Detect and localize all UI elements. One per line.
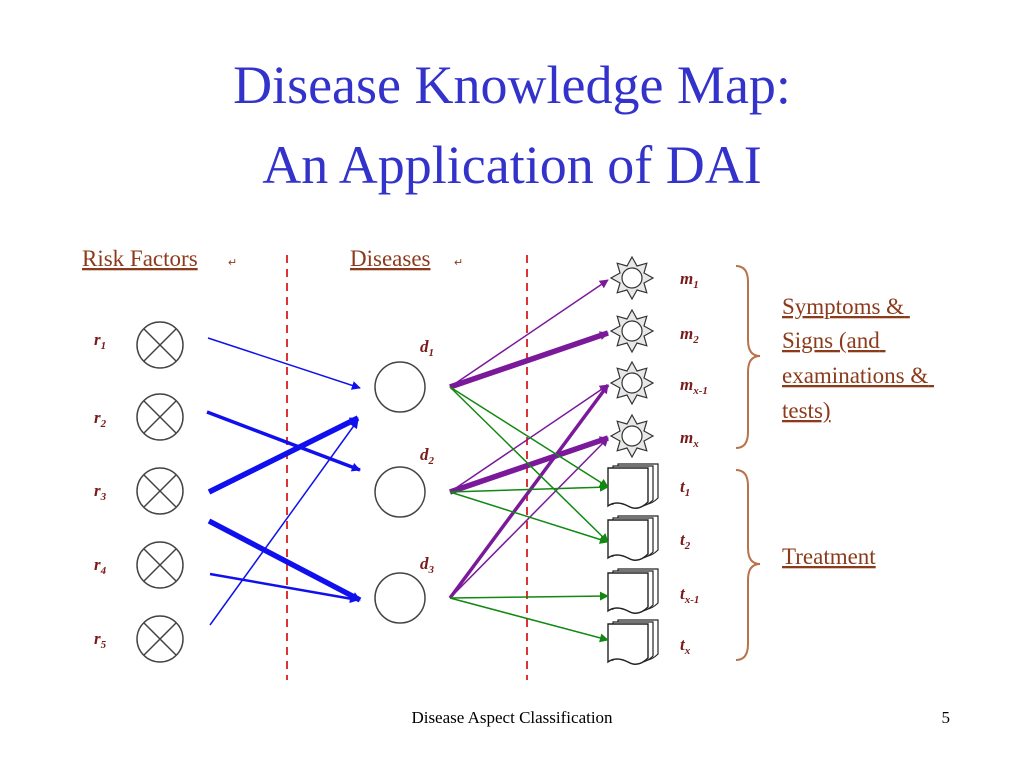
edge-d2-mx1 (449, 384, 609, 493)
disease-label-d1: d1 (420, 337, 434, 359)
disease-node-d1 (374, 361, 426, 413)
treatment-node-t1 (607, 463, 659, 509)
treatment-node-tx (607, 619, 659, 665)
symptom-label-mx-1: mx-1 (680, 375, 708, 397)
symptoms-brace (735, 265, 761, 449)
symptoms-group-label: Symptoms & Signs (and examinations & tes… (782, 294, 934, 423)
risk-factor-label-r5: r5 (94, 629, 107, 651)
treatment-label-tx-1: tx-1 (680, 584, 699, 606)
risk-factor-label-r2: r2 (94, 408, 107, 430)
treatment-label-t1: t1 (680, 477, 690, 499)
risk-factor-node-r1 (136, 321, 184, 369)
edge-d1-m1 (449, 279, 609, 388)
treatment-node-tx-1 (607, 568, 659, 614)
disease-label-d2: d2 (420, 445, 435, 467)
edge-d3-tx (449, 597, 609, 643)
symptom-node-m1 (609, 255, 655, 301)
treatment-label-t2: t2 (680, 530, 691, 552)
paragraph-mark: ↵ (228, 257, 237, 269)
edges-layer (206, 279, 610, 643)
risk-factor-node-r4 (136, 541, 184, 589)
treatment-node-t2 (607, 515, 659, 561)
edge-r3b-d3 (207, 518, 362, 603)
edge-r2-d2 (206, 410, 361, 472)
symptom-label-m1: m1 (680, 269, 699, 291)
edge-r5-d1 (209, 419, 359, 626)
risk-factor-label-r1: r1 (94, 330, 106, 352)
edge-d3-mx1 (448, 383, 610, 600)
risk-factor-label-r4: r4 (94, 555, 107, 577)
symptom-label-mx: mx (680, 428, 699, 450)
edge-d3-tx1 (449, 591, 609, 601)
edge-d2-t1 (449, 482, 609, 493)
risk-factor-node-r5 (136, 615, 184, 663)
edge-d2-t2 (449, 491, 609, 544)
symptom-label-m2: m2 (680, 324, 699, 346)
edge-d1-t1 (449, 386, 609, 488)
symptom-node-mx-1 (609, 360, 655, 406)
slide-title-line-1: Disease Knowledge Map: (233, 55, 791, 115)
treatment-label-tx: tx (680, 635, 691, 657)
treatment-group-label: Treatment (782, 544, 876, 569)
risk-factor-label-r3: r3 (94, 481, 107, 503)
treatment-brace (735, 469, 761, 661)
disease-node-d2 (374, 466, 426, 518)
page-number: 5 (941, 708, 951, 727)
disease-node-d3 (374, 572, 426, 624)
symptom-node-mx (609, 413, 655, 459)
symptom-node-m2 (609, 308, 655, 354)
diseases-header: Diseases (350, 246, 431, 271)
edge-d3-mx (449, 437, 609, 599)
risk-factor-node-r3 (136, 467, 184, 515)
paragraph-mark: ↵ (454, 257, 463, 269)
edge-d1-t2 (449, 386, 609, 543)
disease-label-d3: d3 (420, 554, 435, 576)
risk-factor-node-r2 (136, 393, 184, 441)
risk-factors-header: Risk Factors (82, 246, 198, 271)
slide-footer: Disease Aspect Classification (411, 708, 613, 727)
edge-r1-d1 (207, 337, 361, 390)
edge-d1-m2 (449, 330, 609, 390)
slide-title-line-2: An Application of DAI (262, 135, 762, 195)
edge-r4-d3 (209, 572, 359, 604)
edge-r3-d1 (207, 415, 360, 495)
